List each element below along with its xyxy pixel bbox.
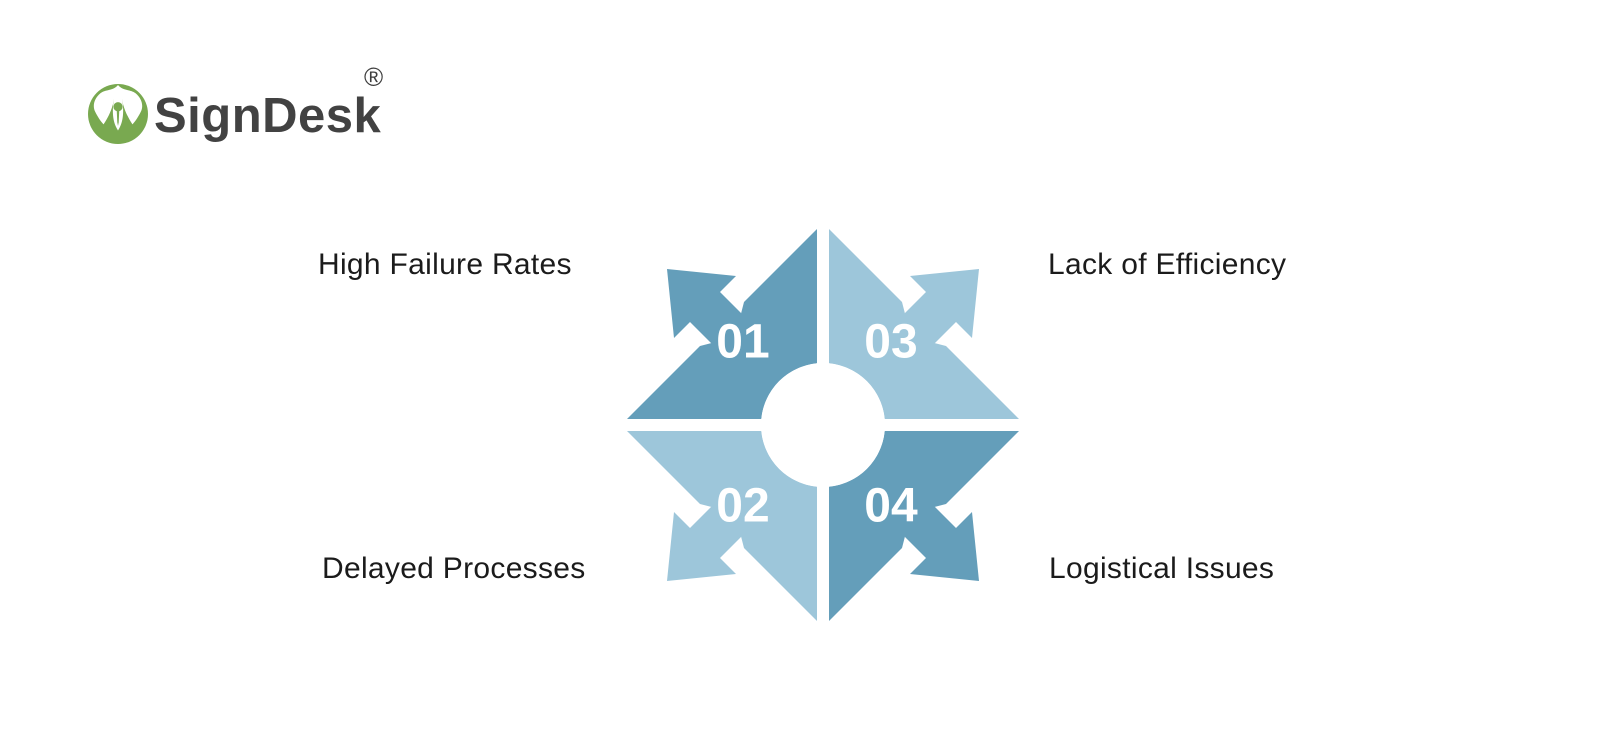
center-circle xyxy=(761,363,885,487)
quadrant-04-number: 04 xyxy=(864,480,918,533)
pen-nib-logo-icon xyxy=(88,84,148,144)
quadrant-02-arrow xyxy=(667,490,758,581)
quadrant-03-arrow xyxy=(888,269,979,360)
quadrant-04-shape xyxy=(829,431,1019,621)
quadrant-03-number: 03 xyxy=(864,316,917,369)
quadrant-02-number: 02 xyxy=(716,480,769,533)
label-delayed-processes: Delayed Processes xyxy=(322,552,586,585)
quadrant-01-number: 01 xyxy=(716,316,769,369)
quadrant-arrows-diagram: 01 03 02 04 xyxy=(627,229,1019,621)
quadrant-01-body xyxy=(627,229,817,419)
registered-trademark-symbol: ® xyxy=(364,62,384,92)
quadrant-04-body xyxy=(829,431,1019,621)
quadrant-02-shape xyxy=(627,431,817,621)
quadrant-04-arrow xyxy=(888,490,979,581)
label-lack-of-efficiency: Lack of Efficiency xyxy=(1048,248,1287,281)
quadrant-01-shape xyxy=(627,229,817,419)
quadrant-03-shape xyxy=(829,229,1019,419)
quadrant-02-body xyxy=(627,431,817,621)
label-high-failure-rates: High Failure Rates xyxy=(318,248,572,281)
quadrant-01-arrow xyxy=(667,269,758,360)
nib-stem xyxy=(116,110,120,126)
brand-name: SignDesk xyxy=(154,89,382,143)
nib-dot xyxy=(113,102,123,112)
label-logistical-issues: Logistical Issues xyxy=(1049,552,1275,585)
quadrant-03-body xyxy=(829,229,1019,419)
